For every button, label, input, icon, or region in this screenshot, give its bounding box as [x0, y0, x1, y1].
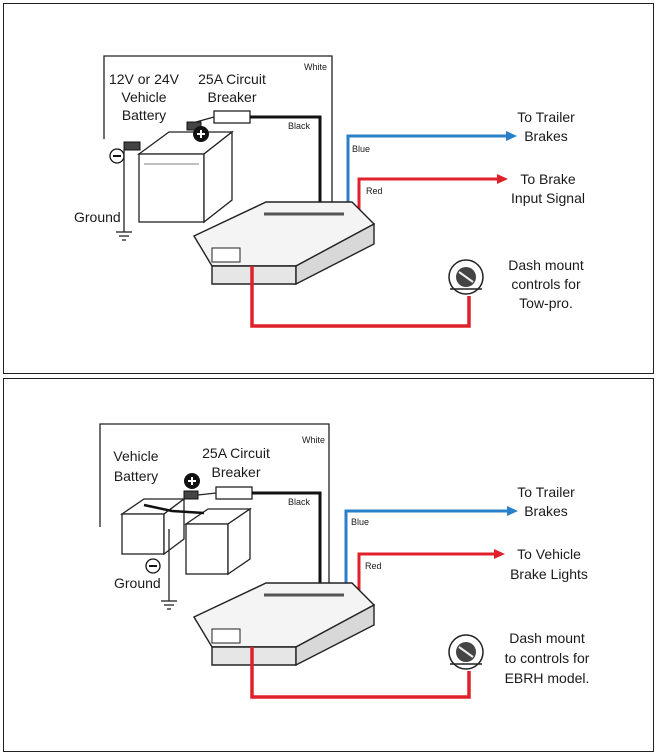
battery-illustration	[119, 497, 253, 576]
ground-symbol	[116, 150, 132, 241]
blue-wire	[346, 134, 509, 204]
battery-label-line-2: Vehicle	[121, 89, 166, 105]
brake-controller-unit	[193, 201, 376, 286]
positive-terminal	[183, 473, 200, 500]
circuit-breaker	[213, 110, 251, 124]
white-wire-label: White	[304, 62, 327, 72]
dash-control-knob	[448, 634, 484, 670]
ground-label: Ground	[114, 575, 161, 591]
signal-label-line-2: Brake Lights	[510, 566, 588, 582]
wiring-diagram-bottom-svg: Vehicle Battery 25A Circuit Breaker Whit…	[99, 423, 590, 699]
dash-label-line-2: to controls for	[505, 650, 590, 666]
dash-label-line-1: Dash mount	[509, 630, 585, 646]
battery-label-line-1: 12V or 24V	[109, 71, 180, 87]
signal-label-line-1: To Brake	[520, 171, 575, 187]
battery-label-line-3: Battery	[122, 107, 166, 123]
dash-label-line-3: Tow-pro.	[519, 295, 573, 311]
trailer-label-line-1: To Trailer	[517, 484, 575, 500]
positive-terminal	[186, 121, 209, 142]
red-wire-dash	[250, 647, 471, 699]
wiring-diagram-top-svg: 12V or 24V Vehicle Battery 25A Circuit B…	[74, 55, 585, 328]
breaker-label-line-1: 25A Circuit	[198, 71, 266, 87]
blue-arrow	[507, 506, 518, 516]
red-arrow	[497, 174, 508, 184]
red-wire-dash	[250, 266, 471, 328]
negative-terminal	[145, 558, 161, 574]
black-wire-label: Black	[288, 497, 311, 507]
blue-wire	[344, 509, 510, 584]
ground-label: Ground	[74, 209, 121, 225]
breaker-label-line-2: Breaker	[207, 89, 256, 105]
black-wire	[252, 491, 322, 584]
circuit-breaker	[215, 486, 253, 500]
white-wire	[99, 423, 330, 584]
blue-wire-label: Blue	[352, 144, 370, 154]
trailer-label-line-1: To Trailer	[517, 109, 575, 125]
black-wire	[250, 115, 322, 204]
white-wire-label: White	[302, 435, 325, 445]
breaker-label-line-2: Breaker	[211, 464, 260, 480]
red-wire-signal	[357, 177, 499, 214]
breaker-label-line-1: 25A Circuit	[202, 445, 270, 461]
wiring-diagram-bottom: Vehicle Battery 25A Circuit Breaker Whit…	[3, 378, 654, 752]
ground-symbol	[161, 529, 177, 610]
trailer-label-line-2: Brakes	[524, 503, 568, 519]
signal-label-line-1: To Vehicle	[517, 546, 581, 562]
wiring-diagram-top: 12V or 24V Vehicle Battery 25A Circuit B…	[3, 3, 654, 374]
brake-controller-unit	[193, 582, 376, 667]
red-wire-label: Red	[366, 186, 383, 196]
red-arrow	[494, 549, 505, 559]
blue-wire-label: Blue	[351, 517, 369, 527]
blue-arrow	[506, 131, 517, 141]
black-wire-label: Black	[288, 121, 311, 131]
red-wire-label: Red	[365, 561, 382, 571]
battery-illustration	[137, 130, 234, 224]
dash-control-knob	[448, 259, 484, 295]
battery-label-line-1: Vehicle	[113, 448, 158, 464]
trailer-label-line-2: Brakes	[524, 128, 568, 144]
battery-label-line-2: Battery	[114, 468, 158, 484]
dash-label-line-3: EBRH model.	[505, 670, 590, 686]
signal-label-line-2: Input Signal	[511, 190, 585, 206]
dash-label-line-2: controls for	[511, 276, 581, 292]
dash-label-line-1: Dash mount	[508, 257, 584, 273]
red-wire-signal	[357, 552, 496, 591]
negative-terminal	[109, 141, 141, 164]
white-wire	[103, 55, 333, 204]
